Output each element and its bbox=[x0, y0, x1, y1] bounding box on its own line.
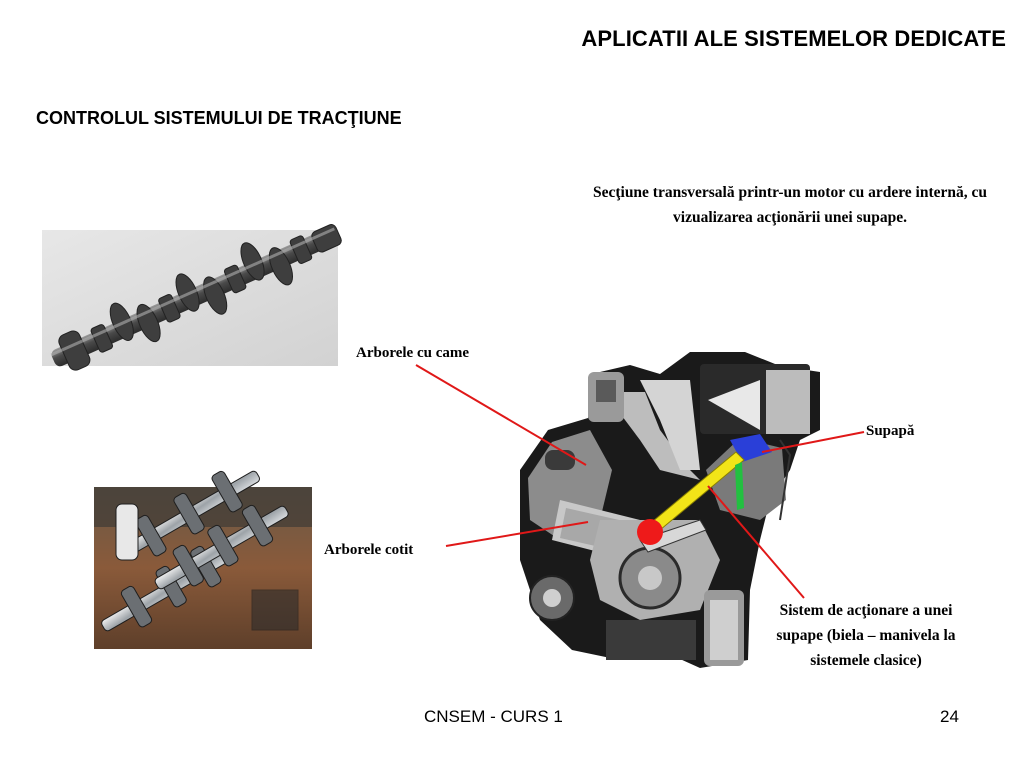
camshaft-photo bbox=[42, 224, 342, 371]
pointer-camshaft bbox=[415, 364, 587, 466]
engine-cross-section bbox=[520, 352, 820, 668]
label-crankshaft: Arborele cotit bbox=[324, 542, 414, 558]
pointer-lines bbox=[415, 364, 865, 599]
footer-course: CNSEM - CURS 1 bbox=[424, 707, 563, 726]
pointer-actuation bbox=[707, 485, 805, 599]
label-camshaft: Arborele cu came bbox=[356, 345, 470, 361]
pointer-crankshaft bbox=[445, 521, 589, 547]
footer-page-number: 24 bbox=[940, 707, 959, 726]
pointer-valve bbox=[761, 431, 865, 453]
crankshaft-photo bbox=[94, 470, 312, 649]
caption-cross-section: Secţiune transversală printr-un motor cu… bbox=[592, 184, 988, 226]
slide-subtitle: CONTROLUL SISTEMULUI DE TRACŢIUNE bbox=[36, 108, 402, 128]
label-valve: Supapă bbox=[866, 423, 915, 439]
caption-valve-actuation: Sistem de acţionare a unei supape (biela… bbox=[776, 602, 956, 669]
slide-title: APLICATII ALE SISTEMELOR DEDICATE bbox=[581, 26, 1006, 51]
